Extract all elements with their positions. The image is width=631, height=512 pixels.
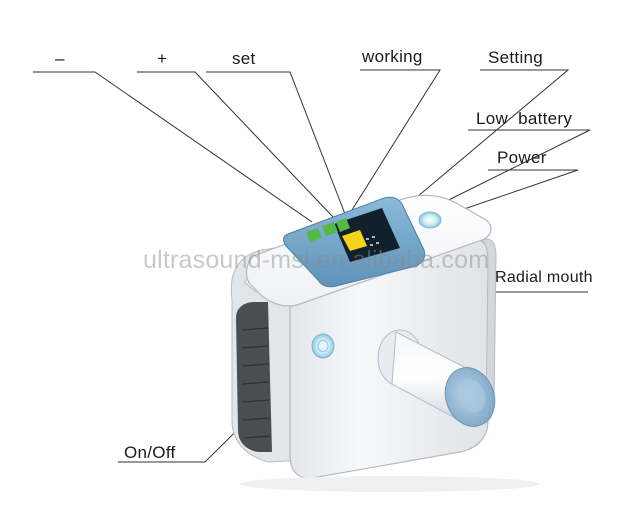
- working-indicator: [342, 230, 367, 251]
- button-set: [336, 218, 350, 232]
- leader-set: [206, 71, 346, 215]
- label-on-off: On/Off: [124, 443, 176, 462]
- label-minus: –: [55, 49, 65, 68]
- radial-mouth: [377, 329, 496, 427]
- device-body: [230, 194, 540, 492]
- leader-power: [431, 169, 579, 221]
- leader-minus: [33, 71, 313, 223]
- leader-low-battery: [397, 129, 591, 226]
- leader-working: [351, 69, 441, 211]
- leader-plus: [137, 71, 335, 219]
- label-working: working: [362, 47, 423, 66]
- button-plus: [322, 222, 338, 236]
- label-low-battery: Low battery: [476, 109, 573, 128]
- power-button: [418, 211, 442, 229]
- label-radial-mouth: Radial mouth: [495, 269, 593, 286]
- label-plus: +: [157, 49, 168, 68]
- watermark-text: ultrasound-msl.en.alibaba.com: [143, 246, 490, 274]
- label-setting: Setting: [488, 48, 544, 67]
- leader-setting: [391, 69, 570, 219]
- button-minus: [306, 228, 322, 242]
- label-set: set: [232, 49, 256, 68]
- label-power: Power: [497, 148, 547, 167]
